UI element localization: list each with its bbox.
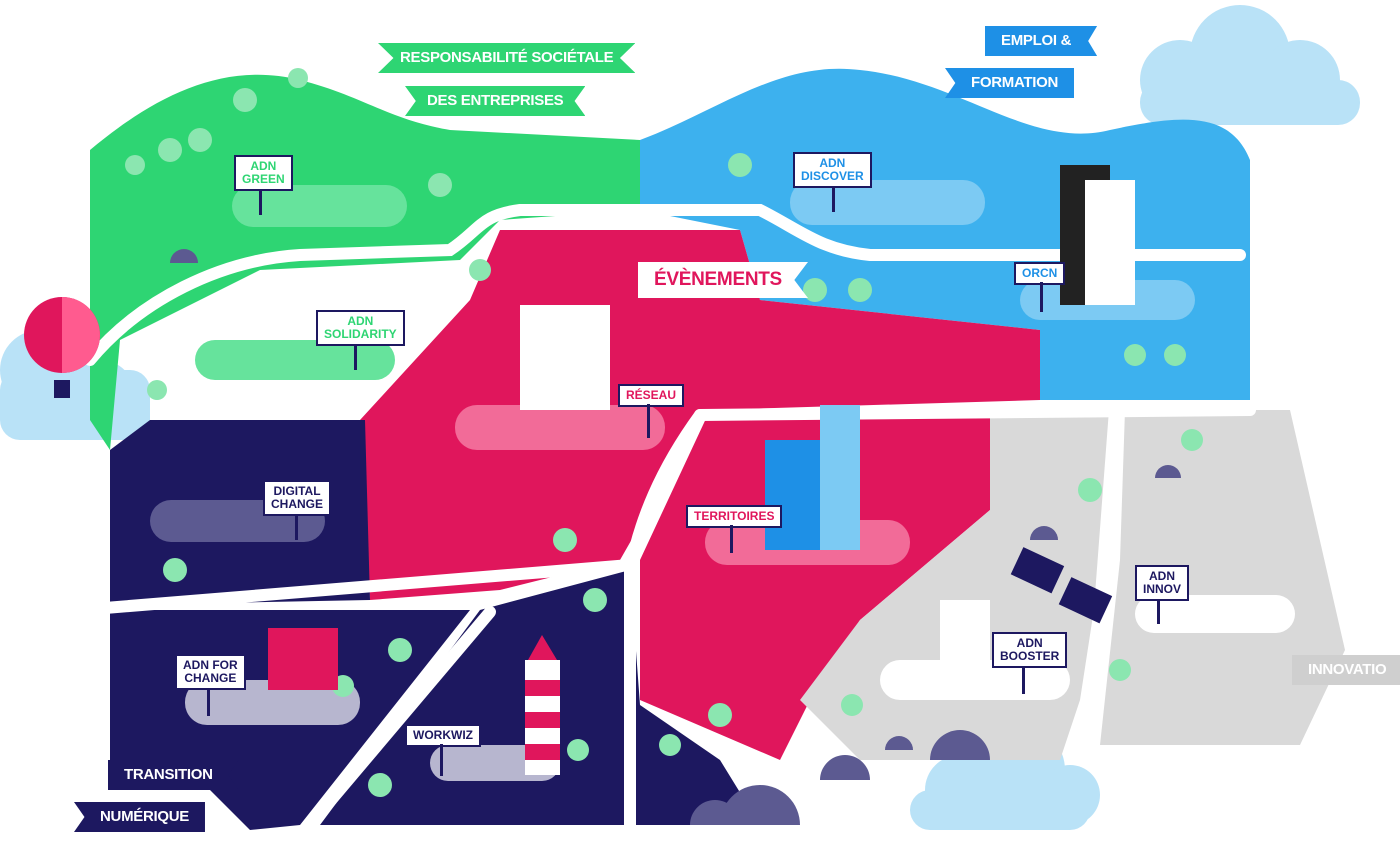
ribbon-transition-line2[interactable]: NUMÉRIQUE (74, 802, 205, 832)
ribbon-innovation[interactable]: INNOVATIO (1292, 655, 1400, 685)
cloud-top-right (1140, 5, 1360, 125)
sign-post (440, 744, 443, 776)
ribbon-rse-line2[interactable]: DES ENTREPRISES (405, 86, 586, 116)
sign-orcn[interactable]: ORCN (1014, 262, 1066, 285)
sign-post (1157, 599, 1160, 624)
sign-post (295, 515, 298, 540)
roads (84, 204, 1256, 831)
ribbon-evenements[interactable]: ÉVÈNEMENTS (638, 262, 808, 298)
sign-adn-discover[interactable]: ADN DISCOVER (793, 152, 872, 188)
ribbon-emploi-line1[interactable]: EMPLOI & (985, 26, 1098, 56)
hills (170, 249, 1181, 825)
sign-reseau[interactable]: RÉSEAU (618, 384, 685, 407)
ribbon-rse-line1[interactable]: RESPONSABILITÉ SOCIÉTALE (378, 43, 636, 73)
lighthouse (525, 635, 560, 775)
sign-adn-solidarity[interactable]: ADN SOLIDARITY (316, 310, 405, 346)
sign-adn-booster[interactable]: ADN BOOSTER (992, 632, 1068, 668)
sign-post (1040, 282, 1043, 312)
sign-digital-change[interactable]: DIGITAL CHANGE (263, 480, 332, 516)
sign-workwiz[interactable]: WORKWIZ (405, 724, 481, 747)
sign-post (1022, 666, 1025, 694)
sign-post (354, 345, 357, 370)
sign-post (259, 190, 262, 215)
zone-green (90, 74, 640, 450)
zone-grey-right (1100, 410, 1345, 745)
sign-adn-innov[interactable]: ADN INNOV (1135, 565, 1190, 601)
sign-post (730, 525, 733, 553)
sign-adn-green[interactable]: ADN GREEN (234, 155, 293, 191)
ribbon-emploi-line2[interactable]: FORMATION (945, 68, 1075, 98)
sign-territoires[interactable]: TERRITOIRES (686, 505, 783, 528)
sign-post (647, 404, 650, 438)
sign-post (832, 186, 835, 212)
satellite (1010, 547, 1113, 624)
ribbon-transition-line1[interactable]: TRANSITION (108, 760, 239, 790)
hot-air-balloon (24, 297, 100, 398)
sign-adn-for-change[interactable]: ADN FOR CHANGE (175, 654, 246, 690)
buildings (268, 165, 1135, 690)
sign-post (207, 688, 210, 716)
trees (125, 68, 1203, 797)
